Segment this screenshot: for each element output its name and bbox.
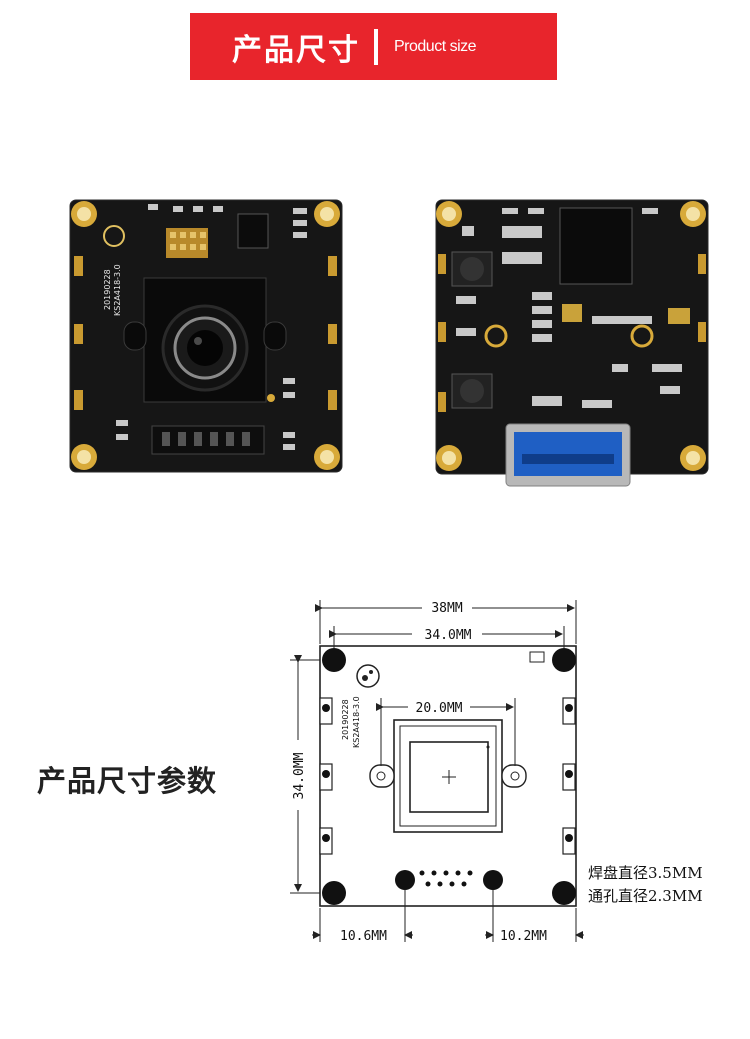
- drawing-section-title: 产品尺寸参数: [37, 764, 218, 798]
- header-title-en: Product size: [394, 37, 477, 55]
- dim-lens-holder: 20.0MM: [416, 701, 463, 716]
- drawing-silk-1: 20190228: [341, 699, 350, 740]
- mounting-pad-bl: [436, 445, 462, 471]
- mounting-pad-tr: [314, 201, 340, 227]
- drawing-silk-2: KS2A418-3.0: [352, 696, 361, 748]
- dimension-drawing: 20190228 KS2A418-3.0 38MM 34.0MM 20.0MM …: [289, 598, 584, 944]
- dim-right-offset: 10.2MM: [500, 929, 547, 944]
- pad-diameter-note: 焊盘直径3.5MM: [588, 864, 703, 882]
- mounting-pad-bl: [71, 444, 97, 470]
- header-divider: [374, 28, 378, 65]
- dim-hole-pitch: 34.0MM: [425, 628, 472, 643]
- header-title-zh: 产品尺寸: [232, 32, 360, 68]
- mounting-pad-tl: [71, 201, 97, 227]
- dim-left-offset: 10.6MM: [340, 929, 387, 944]
- dim-height: 34.0MM: [292, 752, 307, 799]
- header-banner: 产品尺寸 Product size: [190, 13, 557, 80]
- pcb-front-silk-1: 20190228: [103, 269, 112, 310]
- mounting-pad-br: [680, 445, 706, 471]
- usb-port: [505, 423, 631, 487]
- pcb-front-silk-2: KS2A418-3.0: [113, 264, 122, 316]
- mounting-pad-tl: [436, 201, 462, 227]
- pcb-front-image: 20190228 KS2A418-3.0: [69, 199, 343, 473]
- mounting-pad-tr: [680, 201, 706, 227]
- pcb-back-image: [435, 199, 709, 487]
- dim-overall-width: 38MM: [431, 601, 462, 616]
- hole-diameter-note: 通孔直径2.3MM: [588, 887, 703, 905]
- lens: [161, 304, 249, 392]
- mounting-pad-br: [314, 444, 340, 470]
